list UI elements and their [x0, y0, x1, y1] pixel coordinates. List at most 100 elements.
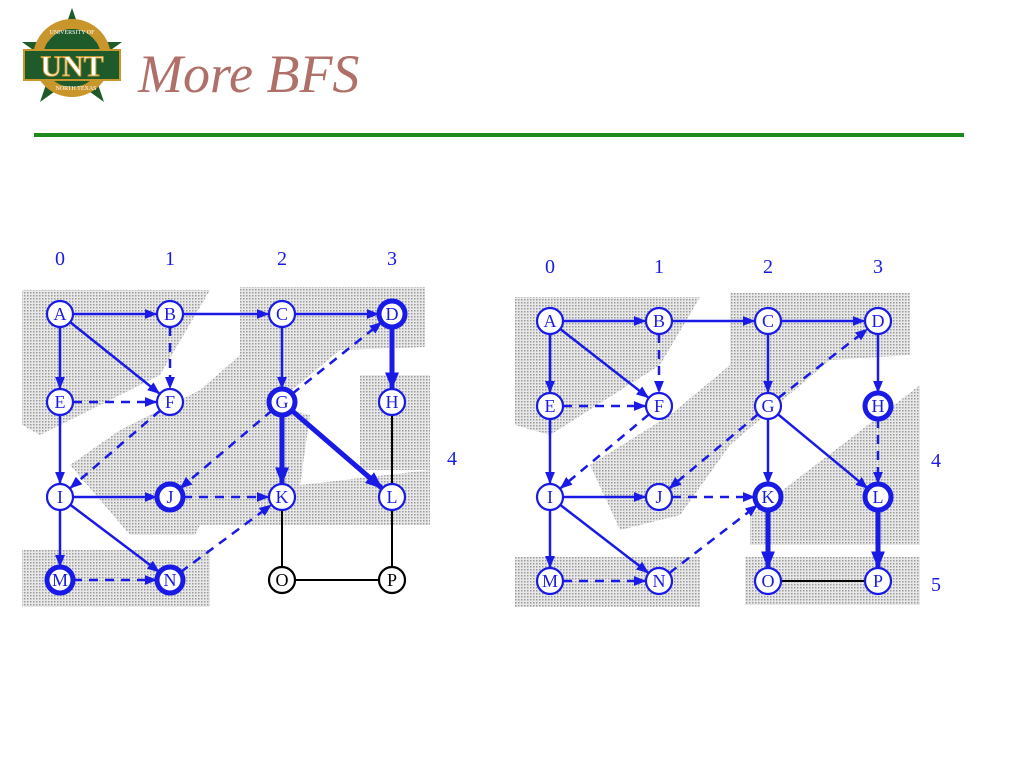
- node-B: [644, 306, 674, 336]
- node-L: [377, 482, 407, 512]
- node-A: [45, 299, 75, 329]
- node-label-G: G: [276, 392, 289, 412]
- edge-A-F: [69, 321, 161, 395]
- logo-ring-top: UNIVERSITY OF: [50, 30, 96, 36]
- edge-A-F: [559, 328, 649, 399]
- node-label-C: C: [276, 304, 288, 324]
- node-label-D: D: [386, 304, 399, 324]
- edge-G-L: [290, 408, 384, 490]
- node-label-N: N: [653, 571, 666, 591]
- node-label-F: F: [165, 392, 175, 412]
- node-C: [753, 306, 783, 336]
- level-band: [590, 293, 910, 530]
- node-F: [644, 391, 674, 421]
- node-H: [862, 390, 894, 422]
- level-label: 1: [654, 256, 664, 278]
- level-label: 4: [447, 448, 457, 470]
- node-label-B: B: [164, 304, 176, 324]
- edge-G-D: [291, 321, 383, 395]
- level-label: 2: [277, 248, 287, 270]
- edges: [55, 309, 399, 585]
- node-label-O: O: [276, 570, 289, 590]
- bfs-graph-right: 0 1 2 3 4 5 A B C D E F G H I J K L M N O P: [515, 256, 941, 607]
- level-band: [360, 375, 430, 470]
- node-L: [862, 481, 894, 513]
- nodes: A B C D E F G H I J K L M N O P: [535, 306, 894, 596]
- node-J: [154, 481, 186, 513]
- node-label-B: B: [653, 311, 665, 331]
- node-label-E: E: [545, 396, 556, 416]
- node-label-C: C: [762, 311, 774, 331]
- level-label: 5: [931, 574, 941, 596]
- level-band: [160, 405, 430, 525]
- node-A: [535, 306, 565, 336]
- level-label: 1: [165, 248, 175, 270]
- node-label-O: O: [762, 571, 775, 591]
- node-E: [45, 387, 75, 417]
- node-label-A: A: [544, 311, 557, 331]
- node-label-G: G: [762, 396, 775, 416]
- node-D: [863, 306, 893, 336]
- node-label-P: P: [873, 571, 883, 591]
- edge-N-K: [179, 504, 272, 574]
- node-label-K: K: [762, 487, 775, 507]
- node-N: [154, 564, 186, 596]
- node-label-H: H: [872, 396, 885, 416]
- logo-ring-bottom: NORTH TEXAS: [55, 86, 96, 92]
- node-M: [44, 564, 76, 596]
- node-label-A: A: [54, 304, 67, 324]
- node-label-M: M: [542, 571, 558, 591]
- level-label: 3: [873, 256, 883, 278]
- edge-N-K: [668, 504, 758, 575]
- edge-G-L: [777, 413, 869, 490]
- level-label: 0: [545, 256, 555, 278]
- node-E: [535, 391, 565, 421]
- node-J: [644, 482, 674, 512]
- node-label-H: H: [386, 392, 399, 412]
- node-label-N: N: [164, 570, 177, 590]
- level-label: 4: [931, 450, 941, 472]
- node-C: [267, 299, 297, 329]
- node-label-J: J: [166, 487, 173, 507]
- node-label-I: I: [547, 487, 553, 507]
- node-M: [535, 566, 565, 596]
- node-label-J: J: [655, 487, 662, 507]
- edge-F-I: [69, 409, 161, 489]
- node-G: [753, 391, 783, 421]
- title-divider: [34, 133, 964, 137]
- node-label-M: M: [52, 570, 68, 590]
- level-label: 3: [387, 248, 397, 270]
- logo-wordmark: UNT: [40, 50, 103, 83]
- node-N: [644, 566, 674, 596]
- node-I: [45, 482, 75, 512]
- level-label: 0: [55, 248, 65, 270]
- level-label: 2: [763, 256, 773, 278]
- node-K: [267, 482, 297, 512]
- node-K: [752, 481, 784, 513]
- edges: [545, 316, 885, 586]
- edge-G-D: [777, 328, 868, 400]
- node-label-D: D: [872, 311, 885, 331]
- node-B: [155, 299, 185, 329]
- node-P: [863, 566, 893, 596]
- node-G: [266, 386, 298, 418]
- node-label-L: L: [873, 487, 884, 507]
- node-P: [377, 565, 407, 595]
- node-label-L: L: [387, 487, 398, 507]
- node-label-P: P: [387, 570, 397, 590]
- node-F: [155, 387, 185, 417]
- node-label-F: F: [654, 396, 664, 416]
- level-band: [70, 287, 425, 535]
- node-label-K: K: [276, 487, 289, 507]
- unt-logo: UNIVERSITY OF NORTH TEXAS UNT: [14, 6, 130, 116]
- node-O: [753, 566, 783, 596]
- edge-G-J: [668, 413, 759, 489]
- edge-F-I: [559, 413, 650, 489]
- node-label-I: I: [57, 487, 63, 507]
- level-shading: [22, 287, 430, 607]
- node-H: [377, 387, 407, 417]
- node-O: [267, 565, 297, 595]
- edge-I-N: [559, 503, 649, 574]
